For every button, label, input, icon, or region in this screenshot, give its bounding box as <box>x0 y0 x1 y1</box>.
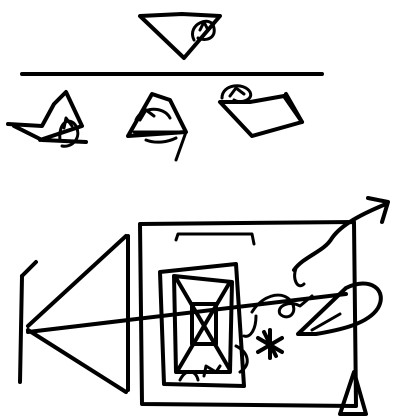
inner-crossed-box <box>160 264 247 386</box>
denominator-inverted-triangle-icon <box>220 86 302 136</box>
curled-line-icon <box>244 284 381 337</box>
denominator-triangle-2-icon <box>128 94 186 160</box>
numerator-triangle-icon <box>140 14 220 58</box>
asterisk-icon <box>258 330 282 358</box>
cone-triangle <box>28 236 346 392</box>
curled-arrow-icon <box>294 198 388 286</box>
denominator-triangle-1-icon <box>8 92 86 146</box>
